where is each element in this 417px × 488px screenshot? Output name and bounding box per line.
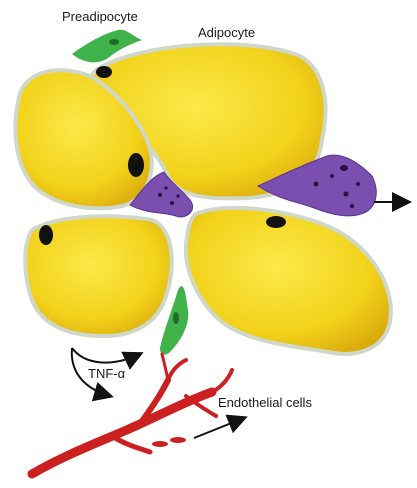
blood-vessel [32,354,232,474]
adipocyte-nucleus [96,66,112,78]
tnf-label: TNF-α [88,366,126,381]
adipocyte-bottom-right [186,208,391,354]
adipocyte-nucleus [266,216,286,228]
adipocyte-nucleus [128,153,144,177]
endothelial-migration-arrow [194,418,244,438]
preadipocyte-label: Preadipocyte [62,9,138,24]
endothelial-label: Endothelial cells [218,395,312,410]
endothelial-cell [152,441,168,447]
adipocyte-label: Adipocyte [198,25,255,40]
endothelial-cell [170,437,186,443]
adipocyte-nucleus [39,225,53,245]
tnf-arrow-up [72,348,140,363]
